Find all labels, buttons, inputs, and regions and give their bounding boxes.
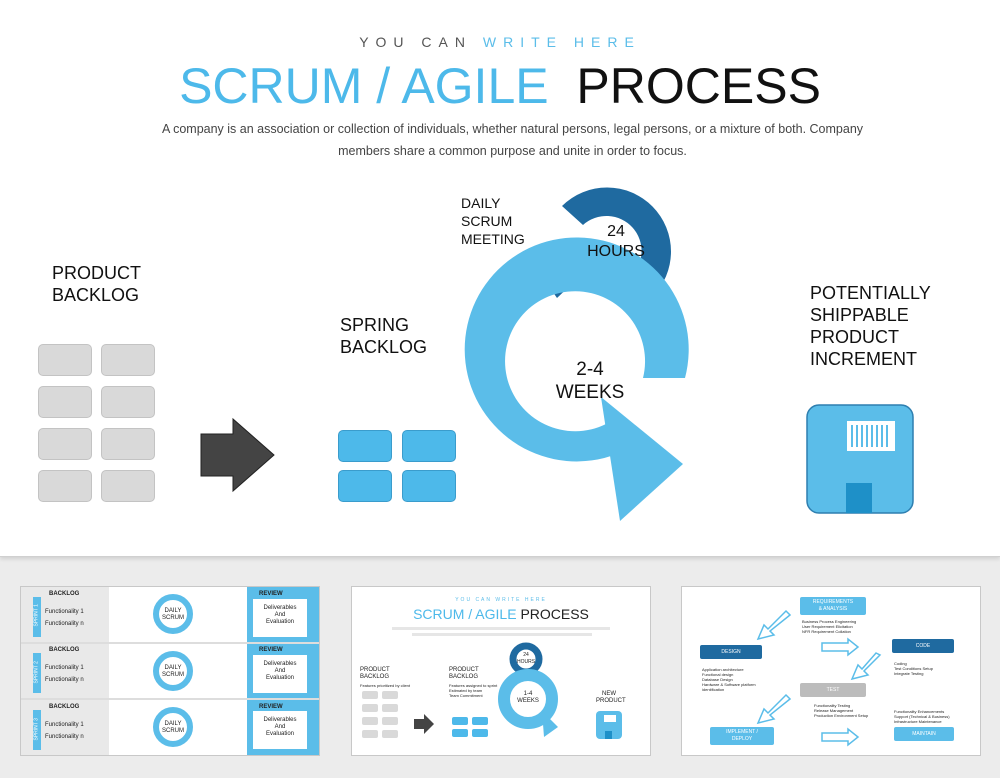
flow-arrow-icon (200, 417, 275, 493)
thumb-sprint-label: SPRINT 3 (33, 718, 40, 741)
thumb-deliverables-label: Deliverables And Evaluation (263, 717, 297, 737)
thumbnail-scrum-process[interactable]: YOU CAN WRITE HERE SCRUM / AGILE PROCESS… (351, 586, 651, 756)
increment-label: POTENTIALLY SHIPPABLE PRODUCT INCREMENT (810, 283, 931, 369)
hours-label: 24 HOURS (587, 223, 645, 260)
thumbnail-graphics (362, 627, 622, 739)
product-backlog-label: PRODUCT BACKLOG (52, 263, 141, 305)
sprint-arrowhead-icon (601, 397, 683, 521)
thumb-func-label: Functionality n (45, 621, 84, 627)
thumb2-title: SCRUM / AGILE PROCESS (413, 606, 589, 622)
thumb-sprint-label: SPRINT 1 (33, 604, 40, 627)
thumb2-weeks: 1-4 WEEKS (517, 691, 539, 704)
weeks-label: 2-4 WEEKS (555, 359, 625, 403)
slide-title: SCRUM / AGILE PROCESS (179, 58, 821, 114)
backlog-item (38, 386, 92, 418)
backlog-item (101, 386, 155, 418)
thumb2-kicker: YOU CAN WRITE HERE (455, 597, 547, 603)
main-slide: YOU CAN WRITE HERE SCRUM / AGILE PROCESS… (0, 0, 1000, 557)
increment-slot (846, 483, 872, 513)
thumb-daily-label: DAILY SCRUM (162, 721, 184, 734)
thumb-backlog-label: BACKLOG (49, 647, 80, 653)
thumbnail-sprint-table[interactable]: BACKLOG Functionality 1 Functionality n … (20, 586, 320, 756)
thumb3-maintain-notes: Functionality Enhancements Support (Tech… (894, 709, 950, 724)
thumb3-requirements: REQUIREMENTS & ANALYSIS (812, 599, 854, 612)
thumb3-code-notes: Coding Test Conditions Setup Integrate T… (894, 661, 933, 676)
thumb3-test: TEST (826, 687, 840, 693)
backlog-item (101, 344, 155, 376)
thumb2-hours: 24 HOURS (516, 652, 536, 665)
thumb-review-label: REVIEW (259, 591, 283, 597)
sprint-item (338, 470, 392, 502)
slide-description: A company is an association or collectio… (161, 122, 864, 158)
thumb3-design-notes: Application architecture Functional desi… (702, 667, 756, 692)
thumb3-requirements-notes: Business Process Engineering User Requir… (802, 619, 857, 634)
thumb2-product-backlog: PRODUCT BACKLOG (360, 667, 390, 680)
thumb-deliverables-label: Deliverables And Evaluation (263, 661, 297, 681)
main-diagram-graphics (200, 187, 914, 521)
sprint-item (402, 470, 456, 502)
thumb3-design: DESIGN (721, 649, 741, 655)
backlog-item (38, 428, 92, 460)
thumb-daily-label: DAILY SCRUM (162, 665, 184, 678)
backlog-item (101, 428, 155, 460)
thumb3-maintain: MAINTAIN (912, 731, 936, 737)
backlog-item (38, 470, 92, 502)
thumb-func-label: Functionality n (45, 677, 84, 683)
sprint-item (402, 430, 456, 462)
sprint-backlog-label: SPRING BACKLOG (340, 315, 428, 357)
thumb2-new-product: NEW PRODUCT (596, 691, 626, 704)
thumb3-implement: IMPLEMENT / DEPLOY (726, 729, 758, 742)
thumb-review-label: REVIEW (259, 704, 283, 710)
thumbnail-graphics (21, 587, 319, 755)
thumbnail-sdlc[interactable]: REQUIREMENTS & ANALYSIS Business Process… (681, 586, 981, 756)
sprint-item (338, 430, 392, 462)
thumb3-test-notes: Functionality Testing Release Management… (814, 703, 869, 718)
thumb-func-label: Functionality 1 (45, 609, 84, 615)
thumb-func-label: Functionality 1 (45, 665, 84, 671)
thumb-daily-label: DAILY SCRUM (162, 608, 184, 621)
thumb-backlog-label: BACKLOG (49, 591, 80, 597)
daily-scrum-label: DAILY SCRUM MEETING (461, 195, 525, 247)
thumb2-product-backlog2-notes: Features assigned to sprint Estimated by… (449, 683, 498, 698)
thumb-review-label: REVIEW (259, 647, 283, 653)
thumb2-product-backlog2: PRODUCT BACKLOG (449, 667, 479, 680)
thumb-deliverables-label: Deliverables And Evaluation (263, 605, 297, 625)
thumb-func-label: Functionality n (45, 734, 84, 740)
backlog-item (38, 344, 92, 376)
thumb-sprint-label: SPRINT 2 (33, 661, 40, 684)
thumb2-product-backlog-note: Features prioritized by client (360, 683, 411, 688)
thumb-backlog-label: BACKLOG (49, 704, 80, 710)
sprint-cycle-ring (464, 237, 689, 462)
thumb3-code: CODE (915, 643, 931, 649)
slide-kicker: YOU CAN WRITE HERE (359, 34, 641, 50)
thumb-func-label: Functionality 1 (45, 722, 84, 728)
backlog-item (101, 470, 155, 502)
thumbnail-graphics (700, 597, 954, 747)
